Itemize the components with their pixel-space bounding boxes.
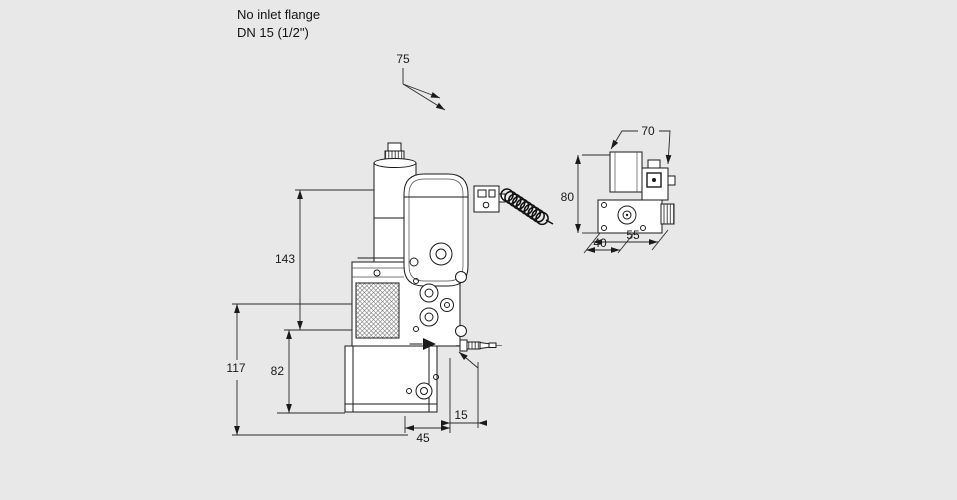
product-size-label: DN 15 (1/2") xyxy=(237,25,309,40)
valve-body-side xyxy=(597,199,675,234)
dimension-lines-front: 75 143 117 82 xyxy=(226,52,487,445)
test-nipple xyxy=(456,339,502,352)
diagram-header: No inlet flange DN 15 (1/2") xyxy=(237,6,320,42)
dim-side-height: 80 xyxy=(561,154,610,234)
solenoid-plug-connector xyxy=(473,185,506,213)
valve-side-view xyxy=(597,151,676,234)
dim-side-height-label: 80 xyxy=(561,190,575,204)
valve-front-view xyxy=(344,142,554,413)
dimension-lines-side: 70 80 55 40 xyxy=(561,124,672,254)
dim-front-total-height: 117 xyxy=(226,303,408,436)
dim-front-total-height-label: 117 xyxy=(226,361,245,375)
lower-valve-block xyxy=(344,345,439,413)
dim-front-upper-height-label: 143 xyxy=(275,252,295,266)
dim-front-outlet-offset-label: 15 xyxy=(454,408,468,422)
dim-side-depth-a-label: 40 xyxy=(593,236,607,250)
solenoid-coil-side xyxy=(609,151,643,193)
dim-side-width-label: 70 xyxy=(641,124,655,138)
connector-block-side xyxy=(641,159,676,201)
flow-direction-arrow xyxy=(409,338,436,350)
coiled-cable xyxy=(500,188,554,226)
regulator-dome xyxy=(403,173,469,287)
dim-side-depth-a: 40 xyxy=(585,232,635,254)
dim-side-width: 70 xyxy=(610,124,672,165)
dim-front-lower-height: 82 xyxy=(271,329,345,414)
body-ports xyxy=(413,271,467,337)
dim-front-outlet-offset: 15 xyxy=(441,351,487,428)
filter-screen xyxy=(355,269,400,339)
product-variant-title: No inlet flange xyxy=(237,7,321,22)
dim-front-upper-height: 143 xyxy=(275,189,374,331)
dim-front-bottom-width-label: 45 xyxy=(416,431,430,445)
dim-front-lower-height-label: 82 xyxy=(271,364,285,378)
dim-front-bottom-width: 45 xyxy=(404,358,451,445)
dim-front-top-width: 75 xyxy=(396,52,446,111)
dim-front-top-width-label: 75 xyxy=(396,52,410,66)
